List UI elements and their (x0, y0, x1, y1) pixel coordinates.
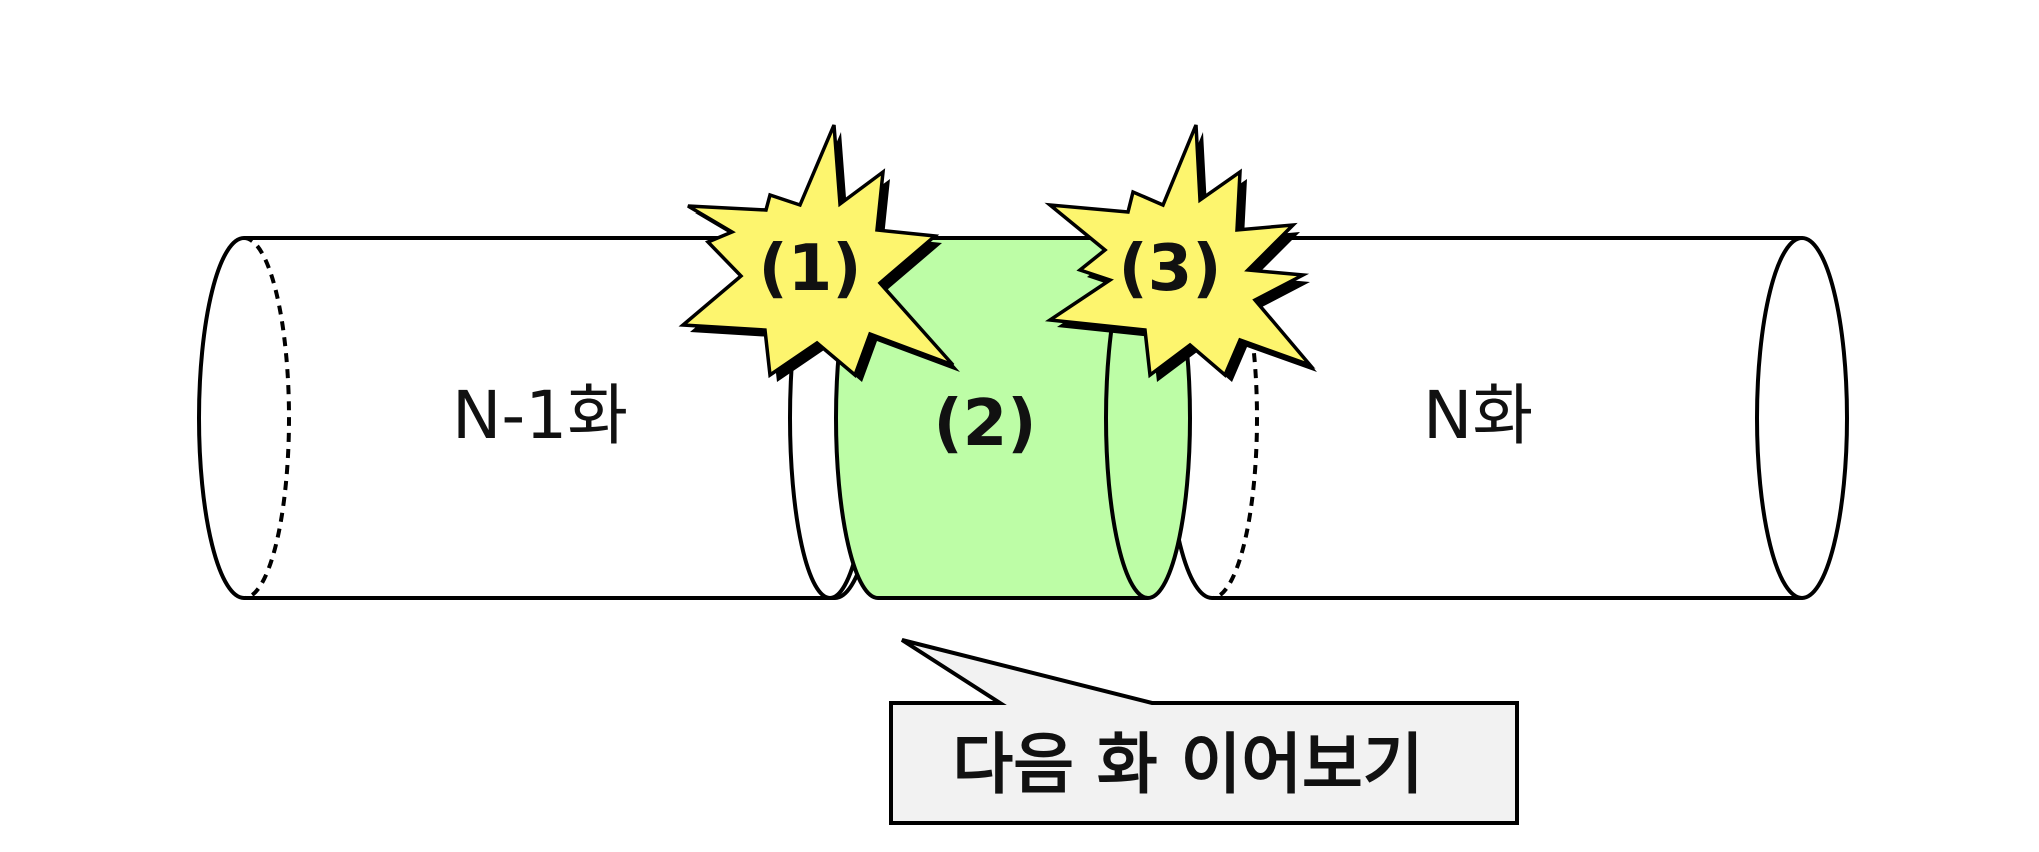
episode-next-label: N화 (1423, 377, 1533, 454)
marker-1-label: (1) (758, 232, 861, 306)
marker-3-label: (3) (1118, 232, 1221, 306)
marker-2-label: (2) (933, 387, 1036, 461)
cylinder-next-end-face (1755, 236, 1849, 600)
cylinder-next-back-edge (1211, 236, 1259, 600)
burst-3-star (1044, 124, 1316, 379)
burst-marker-1: (1) (678, 124, 960, 382)
cylinder-prev-back-edge (243, 236, 291, 600)
callout-bubble (889, 638, 1519, 825)
cylinder-next-episode: N화 (1165, 236, 1849, 600)
episode-prev-label: N-1화 (452, 377, 628, 454)
burst-1-star (678, 124, 955, 379)
callout-label: 다음 화 이어보기 (953, 726, 1424, 803)
callout-next-episode: 다음 화 이어보기 (889, 638, 1519, 825)
burst-marker-3: (3) (1044, 124, 1317, 382)
